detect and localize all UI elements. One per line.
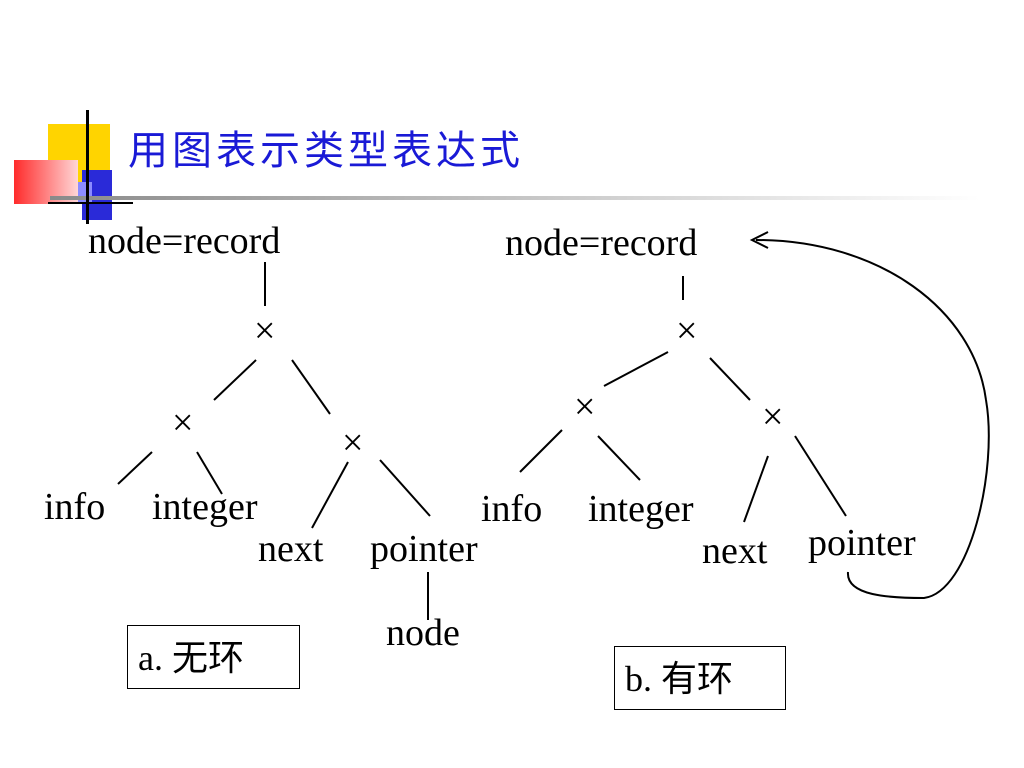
a-product-top: × xyxy=(254,310,276,352)
a-caption: a. 无环 xyxy=(138,638,244,678)
slide-title: 用图表示类型表达式 xyxy=(128,128,524,174)
b-leaf-integer: integer xyxy=(588,488,694,530)
b-caption-box: b. 有环 xyxy=(614,646,786,710)
b-caption: b. 有环 xyxy=(625,659,734,699)
b-leaf-next: next xyxy=(702,530,768,572)
b-leaf-pointer: pointer xyxy=(808,522,916,564)
a-leaf-pointer: pointer xyxy=(370,528,478,570)
a-edge-right-next xyxy=(311,461,349,529)
b-leaf-info: info xyxy=(481,488,543,530)
a-product-left: × xyxy=(172,402,194,444)
b-product-right: × xyxy=(762,396,784,438)
b-edge-right-pointer xyxy=(794,435,847,517)
a-edge-left-integer xyxy=(196,451,223,495)
a-root-label: node=record xyxy=(88,220,281,262)
b-product-left: × xyxy=(574,386,596,428)
deco-vertical-line xyxy=(86,110,89,224)
a-edge-op-left xyxy=(213,359,257,401)
deco-title-underline xyxy=(50,196,980,200)
a-leaf-node: node xyxy=(386,612,460,654)
b-root-label: node=record xyxy=(505,222,698,264)
b-cycle-arrow xyxy=(755,239,990,600)
b-edge-right-next xyxy=(743,455,769,523)
a-caption-box: a. 无环 xyxy=(127,625,300,689)
b-product-top: × xyxy=(676,310,698,352)
a-leaf-integer: integer xyxy=(152,486,258,528)
b-edge-left-info xyxy=(519,429,563,473)
a-leaf-next: next xyxy=(258,528,324,570)
b-edge-op-left xyxy=(603,351,669,387)
b-edge-left-integer xyxy=(597,435,641,481)
b-cycle-arrowhead xyxy=(749,231,769,249)
deco-horizontal-line xyxy=(48,202,133,204)
a-product-right: × xyxy=(342,422,364,464)
a-leaf-info: info xyxy=(44,486,106,528)
a-edge-right-pointer xyxy=(379,459,431,517)
a-edge-left-info xyxy=(117,451,153,485)
a-edge-op-right xyxy=(291,359,331,415)
b-edge-op-right xyxy=(709,357,751,401)
